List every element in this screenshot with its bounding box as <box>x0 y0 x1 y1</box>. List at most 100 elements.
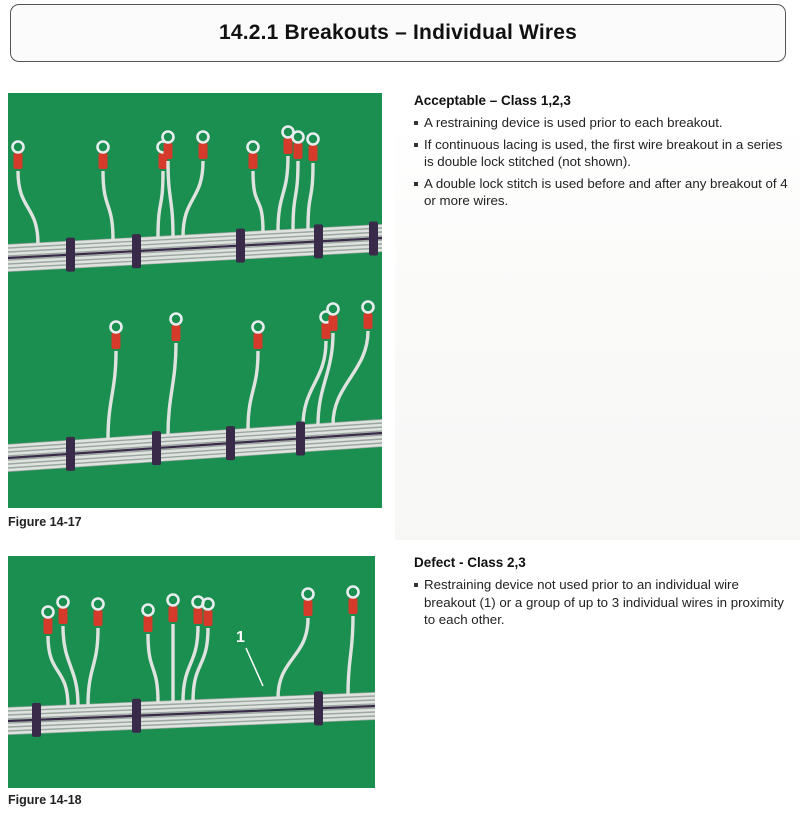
defect-wire-terminal-sleeve <box>168 606 178 622</box>
lower-wire-terminal-sleeve <box>363 313 373 329</box>
lower-wire-ring-terminal <box>251 320 265 334</box>
defect-wire-ring-terminal <box>201 597 215 611</box>
upper-lacing-tie <box>132 234 141 269</box>
lower-lacing-tie <box>226 426 235 461</box>
upper-wire-lead <box>156 170 165 238</box>
upper-wire-terminal-sleeve <box>13 153 23 169</box>
defect-wire-terminal-sleeve <box>193 608 203 624</box>
upper-wire-lead <box>276 155 290 232</box>
upper-lacing-tie <box>236 228 245 263</box>
lower-wire-ring-terminal <box>109 320 123 334</box>
acceptable-bullet-list: A restraining device is used prior to ea… <box>412 114 792 210</box>
lower-wire-lead <box>106 350 118 440</box>
defect-wire-terminal-sleeve <box>43 618 53 634</box>
defect-harness-strand <box>8 708 375 727</box>
upper-wire-ring-terminal <box>306 132 320 146</box>
lower-wire-ring-terminal <box>169 312 183 326</box>
figure-14-17-photo <box>8 93 382 508</box>
upper-wire-terminal-sleeve <box>163 143 173 159</box>
lower-wire-terminal-sleeve <box>253 333 263 349</box>
acceptable-bullet-2: If continuous lacing is used, the first … <box>412 136 792 171</box>
figure-14-18-caption: Figure 14-18 <box>8 793 82 807</box>
upper-wire-lead <box>251 170 265 233</box>
section-title-box: 14.2.1 Breakouts – Individual Wires <box>10 4 786 62</box>
defect-lacing-tie <box>132 698 141 733</box>
defect-wire-lead <box>346 615 355 696</box>
upper-lacing-tie <box>314 224 323 259</box>
lower-wire-lead <box>331 330 370 425</box>
upper-wire-terminal-sleeve <box>98 153 108 169</box>
upper-wire-ring-terminal <box>96 140 110 154</box>
defect-wire-lead <box>146 633 160 703</box>
defect-wire-terminal-sleeve <box>143 616 153 632</box>
upper-wire-lead <box>181 160 205 237</box>
defect-bullet-1: Restraining device not used prior to an … <box>412 576 792 629</box>
figure-14-17-caption: Figure 14-17 <box>8 515 82 529</box>
defect-wire-terminal-sleeve <box>93 610 103 626</box>
upper-wire-lead <box>306 162 315 230</box>
defect-harness-strand <box>8 712 375 731</box>
lower-wire-terminal-sleeve <box>321 323 331 339</box>
lower-wire-terminal-sleeve <box>171 325 181 341</box>
lower-lacing-tie <box>152 431 161 466</box>
figure-14-18-photo: 1 <box>8 556 375 788</box>
upper-wire-terminal-sleeve <box>198 143 208 159</box>
upper-wire-ring-terminal <box>291 130 305 144</box>
callout-number-1: 1 <box>236 629 245 646</box>
upper-wire-terminal-sleeve <box>283 138 293 154</box>
upper-wire-ring-terminal <box>196 130 210 144</box>
wire-harness-illustration-defect: 1 <box>8 585 375 737</box>
upper-wire-lead <box>166 160 175 238</box>
acceptable-bullet-1: A restraining device is used prior to ea… <box>412 114 792 132</box>
defect-harness-strand <box>8 696 375 715</box>
defect-wire-lead <box>46 635 70 707</box>
callout-leader-line <box>245 647 264 687</box>
defect-harness-strand <box>8 700 375 719</box>
defect-wire-lead <box>276 617 310 698</box>
lower-wire-lead <box>246 350 260 430</box>
upper-lacing-tie <box>369 221 378 256</box>
upper-lacing-tie <box>66 237 75 272</box>
defect-wire-terminal-sleeve <box>348 598 358 614</box>
upper-wire-ring-terminal <box>246 140 260 154</box>
defect-heading: Defect - Class 2,3 <box>414 555 526 570</box>
defect-wire-ring-terminal <box>91 597 105 611</box>
acceptable-bullet-3: A double lock stitch is used before and … <box>412 175 792 210</box>
defect-wire-ring-terminal <box>166 593 180 607</box>
upper-wire-lead <box>291 160 300 231</box>
upper-wire-terminal-sleeve <box>308 145 318 161</box>
upper-wire-terminal-sleeve <box>293 143 303 159</box>
defect-wire-lead <box>86 627 100 706</box>
defect-wire-ring-terminal <box>346 585 360 599</box>
lower-wire-lead <box>301 340 328 427</box>
defect-bullet-list: Restraining device not used prior to an … <box>412 576 792 629</box>
defect-wire-lead <box>61 625 80 707</box>
lower-wire-lead <box>316 332 335 426</box>
defect-wire-ring-terminal <box>301 587 315 601</box>
defect-harness-strand <box>8 716 375 735</box>
acceptable-section: Acceptable – Class 1,2,3 A restraining d… <box>412 93 792 214</box>
lower-wire-terminal-sleeve <box>111 333 121 349</box>
defect-wire-ring-terminal <box>41 605 55 619</box>
defect-wire-terminal-sleeve <box>58 608 68 624</box>
scan-bleed-background <box>395 120 800 540</box>
defect-section: Defect - Class 2,3 Restraining device no… <box>412 555 792 633</box>
upper-wire-terminal-sleeve <box>248 153 258 169</box>
defect-wire-ring-terminal <box>56 595 70 609</box>
lower-lacing-tie <box>66 436 75 471</box>
upper-wire-ring-terminal <box>161 130 175 144</box>
upper-wire-lead <box>101 170 115 241</box>
defect-lacing-tie <box>32 702 41 737</box>
defect-harness-lacing-cord <box>8 704 375 723</box>
defect-wire-terminal-sleeve <box>303 600 313 616</box>
lower-wire-terminal-sleeve <box>328 315 338 331</box>
acceptable-heading: Acceptable – Class 1,2,3 <box>414 93 571 108</box>
defect-wire-lead <box>181 625 200 702</box>
lower-wire-lead <box>166 342 178 436</box>
defect-lacing-tie <box>314 691 323 726</box>
defect-wire-ring-terminal <box>141 603 155 617</box>
lower-lacing-tie <box>296 421 305 456</box>
lower-wire-ring-terminal <box>326 302 340 316</box>
defect-wire-lead <box>191 627 210 702</box>
wire-harness-illustration-acceptable <box>8 125 382 472</box>
